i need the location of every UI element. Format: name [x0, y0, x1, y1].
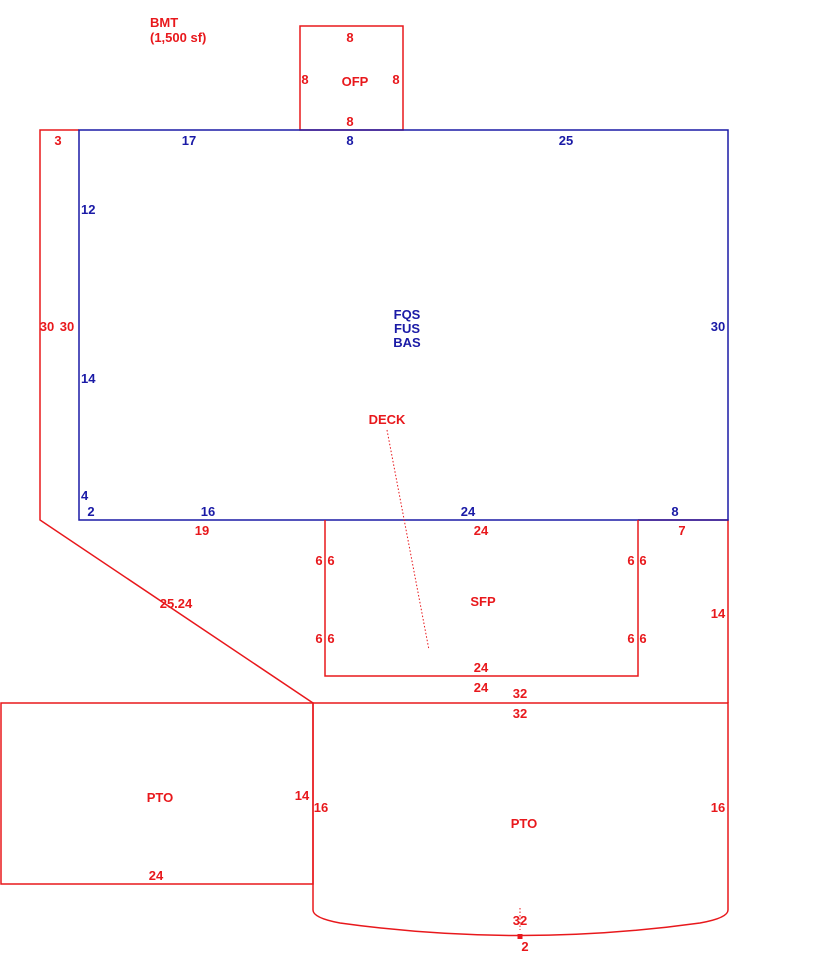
bmt-bottom-right-dim: 7	[678, 523, 685, 538]
main-top-right-dim: 25	[559, 133, 573, 148]
bmt-area-label: (1,500 sf)	[150, 30, 206, 45]
pto-right-area-label: PTO	[511, 816, 538, 831]
sfp-left-upper-outer-dim: 6	[315, 553, 322, 568]
main-left-upper-dim: 12	[81, 202, 95, 217]
pto-left-height-dim: 14	[295, 788, 310, 803]
pto-right-left-dim: 16	[314, 800, 328, 815]
sfp-right-upper-inner-dim: 6	[627, 553, 634, 568]
ofp-left-dim: 8	[301, 72, 308, 87]
main-top-left-dim: 17	[182, 133, 196, 148]
main-building-outline	[78, 129, 729, 521]
sfp-right-lower-outer-dim: 6	[639, 631, 646, 646]
sfp-left-upper-inner-dim: 6	[327, 553, 334, 568]
bmt-outline-left	[39, 129, 314, 704]
bmt-corner-dim: 3	[54, 133, 61, 148]
deck-area-label: DECK	[369, 412, 406, 427]
main-bottom-mid-dim: 24	[461, 504, 476, 519]
inner-left-dim: 30	[60, 319, 74, 334]
ofp-right-dim: 8	[392, 72, 399, 87]
bmt-label: BMT	[150, 15, 178, 30]
main-left-small-dim: 4	[81, 488, 89, 503]
main-bottom-left-dim: 16	[201, 504, 215, 519]
pto-arc-height-dim: 2	[521, 939, 528, 954]
main-bottom-right-dim: 8	[671, 504, 678, 519]
main-right-dim: 30	[711, 319, 725, 334]
sfp-right-upper-outer-dim: 6	[639, 553, 646, 568]
fqs-area-label: FQS	[394, 307, 421, 322]
ofp-bottom-dim: 8	[346, 114, 353, 129]
outer-left-dim: 30	[40, 319, 54, 334]
sfp-bottom-inner-dim: 24	[474, 660, 489, 675]
sfp-left-lower-outer-dim: 6	[315, 631, 322, 646]
bmt-bottom-mid-dim: 24	[474, 523, 489, 538]
pto-left-area-label: PTO	[147, 790, 174, 805]
pto-right-right-dim: 16	[711, 800, 725, 815]
main-bottom-small-dim: 2	[87, 504, 94, 519]
ofp-top-dim: 8	[346, 30, 353, 45]
diagonal-dim: 25.24	[160, 596, 193, 611]
fus-area-label: FUS	[394, 321, 420, 336]
sfp-outline	[324, 520, 639, 677]
right-side-dim: 14	[711, 606, 726, 621]
sfp-bottom-outer-dim: 24	[474, 680, 489, 695]
bmt-bottom-left-dim: 19	[195, 523, 209, 538]
main-top-mid-dim: 8	[346, 133, 353, 148]
sfp-left-lower-inner-dim: 6	[327, 631, 334, 646]
ofp-area-label: OFP	[342, 74, 369, 89]
deck-pointer-line	[386, 429, 430, 651]
pto-top-outer-dim: 32	[513, 686, 527, 701]
pto-left-bottom-dim: 24	[149, 868, 164, 883]
arc-center-point	[517, 934, 523, 939]
pto-arc-dim: 32	[513, 913, 527, 928]
sfp-right-lower-inner-dim: 6	[627, 631, 634, 646]
sfp-area-label: SFP	[470, 594, 496, 609]
pto-top-inner-dim: 32	[513, 706, 527, 721]
pto-right-outline	[312, 702, 729, 937]
bas-area-label: BAS	[393, 335, 421, 350]
main-left-lower-dim: 14	[81, 371, 96, 386]
